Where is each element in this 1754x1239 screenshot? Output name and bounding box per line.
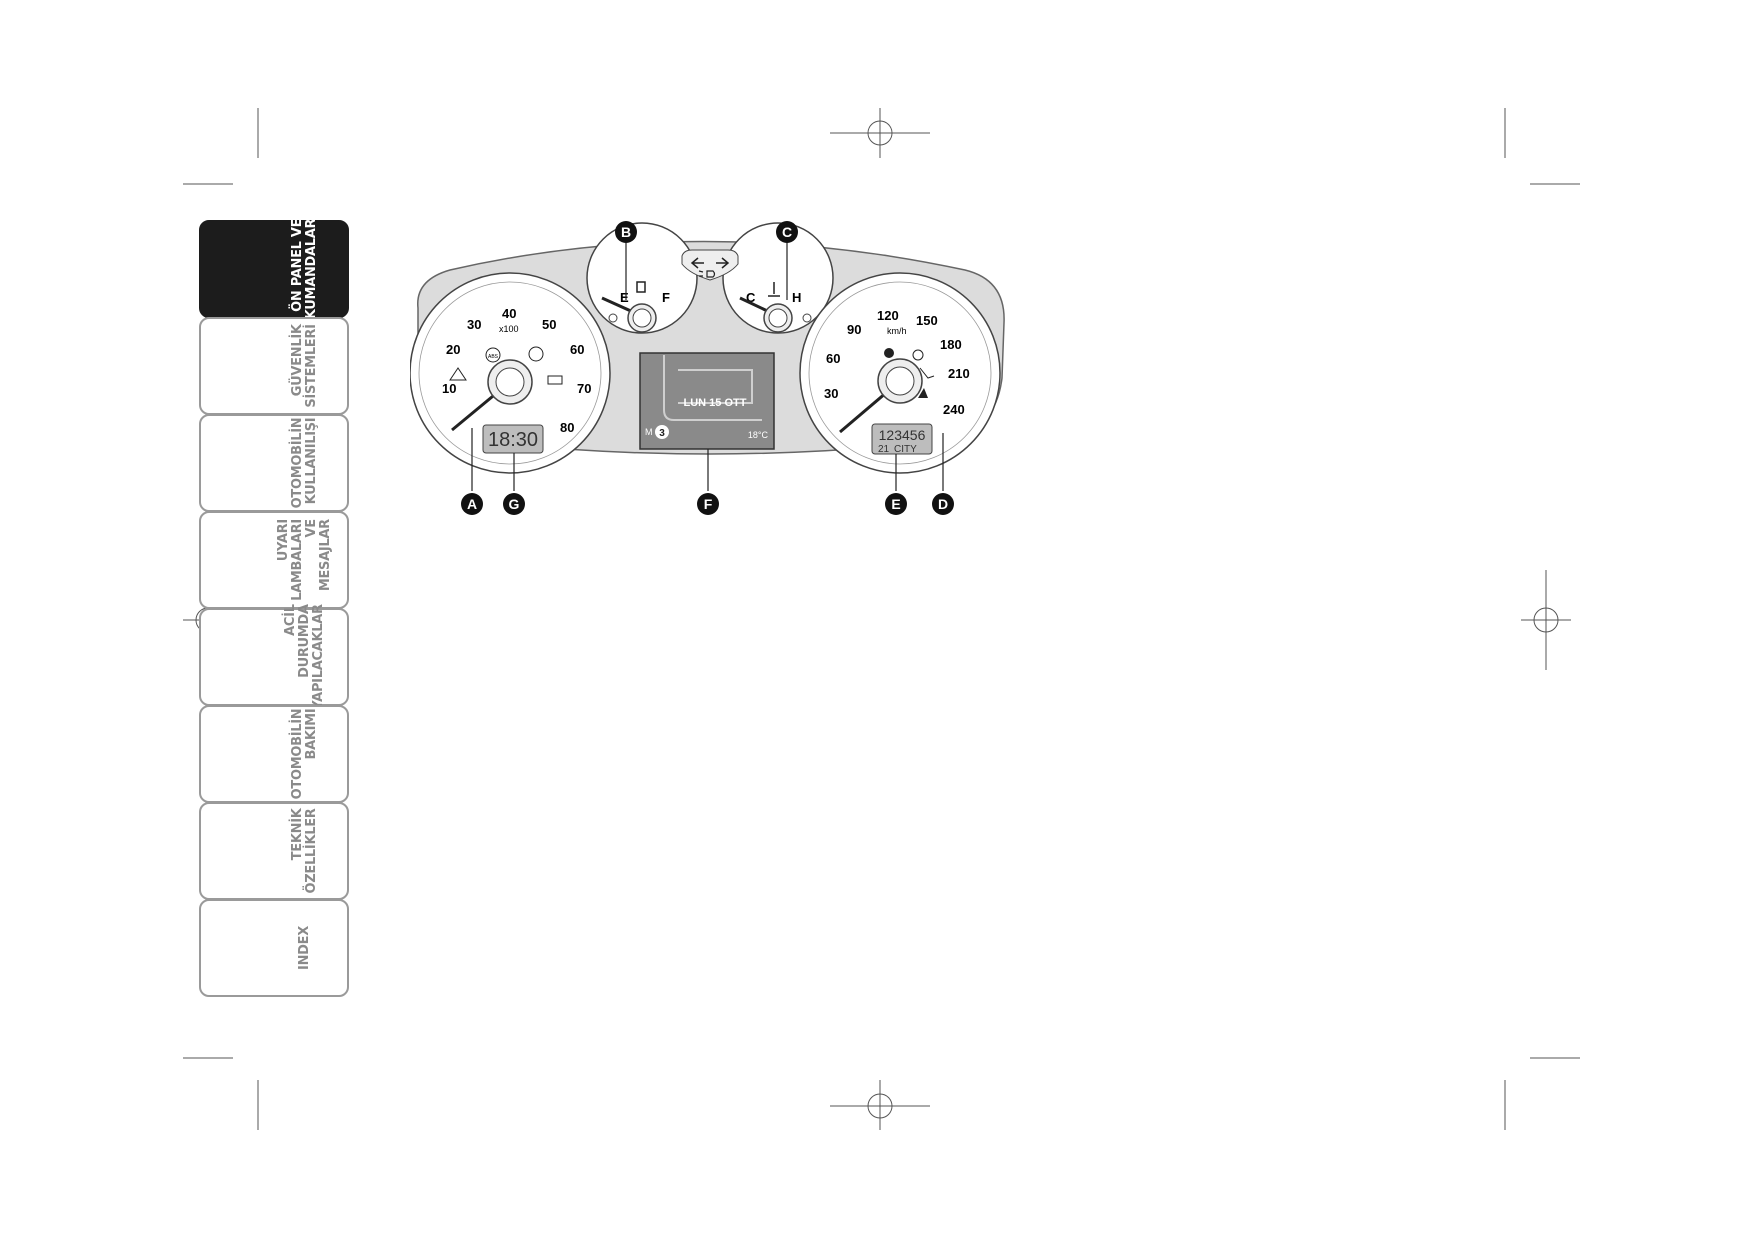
tab-label: ÖN PANEL VE KUMANDALAR (290, 218, 319, 320)
speed-label-180: 180 (940, 337, 962, 352)
tab-label: GÜVENLİK SİSTEMLERİ (290, 324, 319, 408)
tab-label: UYARI LAMBALARI VE MESAJLAR (276, 519, 333, 601)
tab-label: ACİL DURUMDA YAPILACAKLAR (283, 604, 326, 710)
callout-g: G (503, 493, 525, 515)
tab-teknik[interactable]: TEKNİK ÖZELLİKLER (199, 802, 349, 900)
passenger-airbag-icon (919, 367, 935, 379)
seatbelt-warning-icon (918, 388, 928, 398)
speed-label-30: 30 (824, 386, 838, 401)
tacho-label-10: 10 (442, 381, 456, 396)
clock-display (482, 424, 544, 454)
tab-label: OTOMOBİLİN BAKIMI (290, 708, 319, 800)
coolant-temp-icon (768, 282, 780, 297)
tacho-label-80: 80 (560, 420, 574, 435)
speed-label-240: 240 (943, 402, 965, 417)
tacho-label-40: 40 (502, 306, 516, 321)
temp-hot-label: H (792, 290, 801, 305)
tab-label: INDEX (297, 926, 312, 970)
callout-c-label: C (782, 224, 792, 240)
callout-d-label: D (938, 496, 948, 512)
callout-e-label: E (891, 496, 900, 512)
engine-check-icon (547, 375, 563, 385)
tab-guvenlik[interactable]: GÜVENLİK SİSTEMLERİ (199, 317, 349, 415)
fuel-empty-label: E (620, 290, 629, 305)
callout-e: E (885, 493, 907, 515)
odometer-mode: CITY (894, 444, 917, 455)
odometer-display (871, 423, 933, 455)
fuel-full-label: F (662, 290, 670, 305)
callout-leaders (471, 238, 944, 491)
turn-left-icon (690, 257, 704, 269)
tacho-label-50: 50 (542, 317, 556, 332)
tacho-label-20: 20 (446, 342, 460, 357)
instrument-cluster: E F C H 10 20 30 40 50 60 70 80 x100 (410, 221, 1005, 515)
tab-on-panel[interactable]: ÖN PANEL VE KUMANDALAR (199, 218, 349, 320)
odometer-partial: 21 (878, 444, 890, 455)
callout-a: A (461, 493, 483, 515)
speed-label-60: 60 (826, 351, 840, 366)
hazard-warning-icon (449, 367, 467, 381)
callout-a-label: A (467, 496, 477, 512)
indicator-pod (681, 249, 739, 281)
brake-warning-icon (528, 346, 544, 362)
speedometer: 30 60 90 120 150 180 210 240 km/h 123456… (799, 272, 1001, 474)
gear-indicator (655, 425, 669, 439)
tab-bakimi[interactable]: OTOMOBİLİN BAKIMI (199, 705, 349, 803)
display-gear: 3 (659, 428, 665, 439)
speed-unit: km/h (887, 326, 907, 336)
center-display: LUN 15 OTT M 3 18°C (639, 352, 775, 450)
turn-right-icon (716, 257, 730, 269)
tab-kullanilisi[interactable]: OTOMOBİLİN KULLANILIŞI (199, 414, 349, 512)
tab-label: TEKNİK ÖZELLİKLER (290, 808, 319, 894)
tacho-label-30: 30 (467, 317, 481, 332)
clock-time: 18:30 (488, 429, 538, 451)
temp-cold-label: C (746, 290, 756, 305)
tacho-label-60: 60 (570, 342, 584, 357)
tab-index[interactable]: INDEX (199, 899, 349, 997)
temperature-gauge: C H (722, 222, 834, 334)
fuel-gauge: E F (586, 222, 698, 334)
tab-label: OTOMOBİLİN KULLANILIŞI (290, 417, 319, 509)
callout-b: B (615, 221, 637, 243)
tachometer: 10 20 30 40 50 60 70 80 x100 ABS 18:30 (410, 272, 611, 474)
display-date: LUN 15 OTT (684, 397, 747, 409)
speed-label-90: 90 (847, 322, 861, 337)
callout-b-label: B (621, 224, 631, 240)
callout-f: F (697, 493, 719, 515)
esp-warning-icon (884, 348, 894, 358)
callout-d: D (932, 493, 954, 515)
speed-label-150: 150 (916, 313, 938, 328)
display-temperature: 18°C (748, 430, 769, 440)
tab-uyari[interactable]: UYARI LAMBALARI VE MESAJLAR (199, 511, 349, 609)
tacho-label-70: 70 (577, 381, 591, 396)
headlight-icon (698, 270, 716, 278)
tab-acil[interactable]: ACİL DURUMDA YAPILACAKLAR (199, 604, 349, 710)
speed-label-120: 120 (877, 308, 899, 323)
speed-label-210: 210 (948, 366, 970, 381)
callout-g-label: G (509, 496, 520, 512)
display-mode: M (645, 427, 653, 437)
odometer-total: 123456 (879, 427, 926, 443)
fuel-pump-icon (636, 281, 646, 293)
airbag-warning-icon (912, 349, 924, 361)
abs-label: ABS (488, 354, 499, 360)
callout-f-label: F (704, 496, 713, 512)
callout-c: C (776, 221, 798, 243)
tacho-unit: x100 (499, 324, 519, 334)
abs-warning-icon (485, 347, 501, 363)
